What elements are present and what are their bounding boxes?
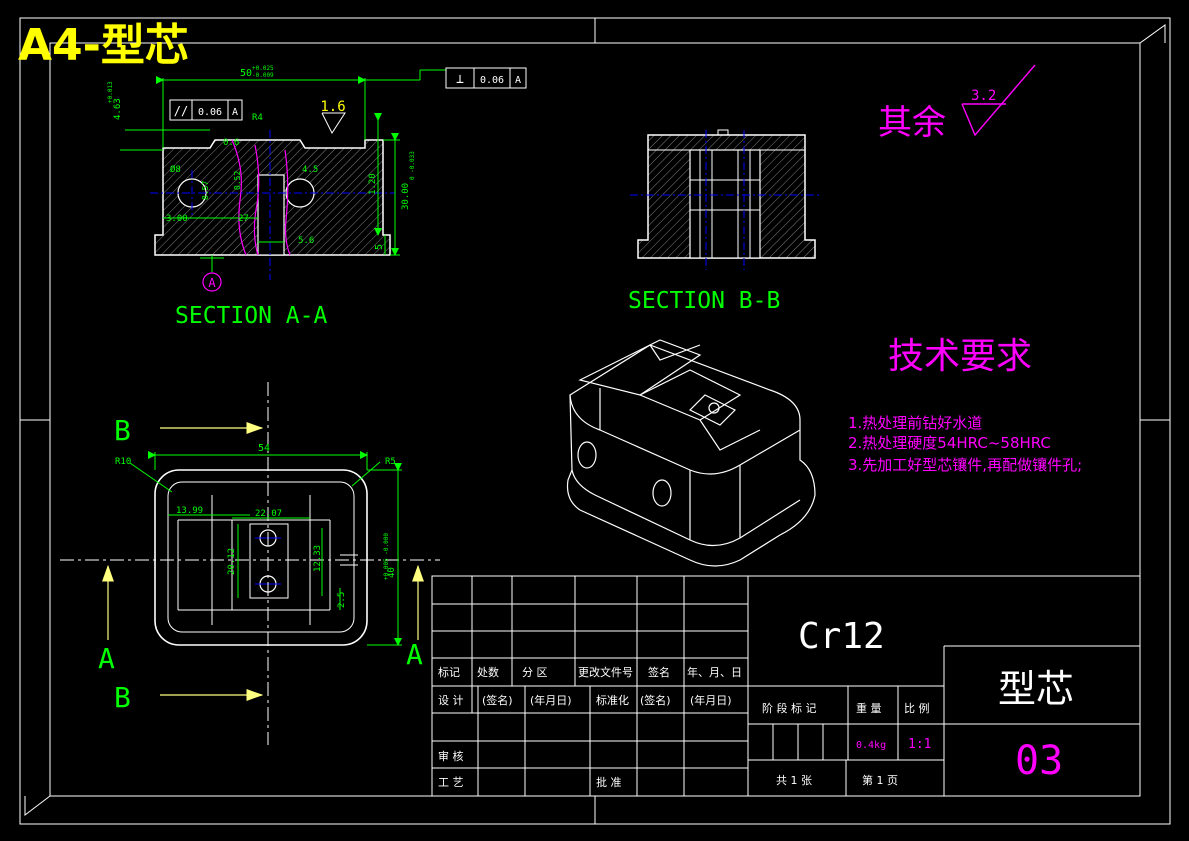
dim-5-6: 5.6 (298, 236, 314, 246)
parallel-value: 0.06 (198, 107, 222, 118)
parallel-symbol: // (174, 104, 188, 118)
drawing-number: 03 (1015, 738, 1063, 784)
dim-40: 40 (387, 567, 397, 578)
cut-label-a-right: A (406, 638, 423, 671)
datum-label: A (208, 276, 216, 290)
dim-0-52: 0.52 (233, 171, 242, 190)
parallel-datum: A (232, 107, 238, 118)
weight-value: 0.4kg (856, 740, 886, 751)
dim-height-left: 4.63 (113, 98, 123, 120)
review-label: 审 核 (438, 749, 464, 763)
tech-requirement-item: 3.先加工好型芯镶件,再配做镶件孔; (848, 456, 1082, 474)
dim-8-57: 8.57 (201, 181, 210, 200)
standard-sign: (签名) (640, 693, 671, 707)
dim-30-tol: 0 -0.033 (409, 151, 416, 180)
section-bb-label: SECTION B-B (628, 288, 780, 314)
rev-header-zone: 分 区 (522, 666, 548, 679)
dim-height-left-tol: +0.013 (107, 81, 114, 103)
perpendicular-symbol: ⊥ (456, 72, 464, 87)
scale-label: 比 例 (904, 701, 930, 715)
rev-header-mark: 标记 (438, 665, 460, 679)
dim-3-00: 3.00 (166, 214, 188, 224)
perpendicular-value: 0.06 (480, 75, 504, 86)
approve-label: 批 准 (596, 775, 622, 789)
dim-30: 30.00 (401, 183, 411, 210)
material-value: Cr12 (798, 616, 885, 657)
dim-13-99: 13.99 (176, 506, 203, 516)
plan-outer-outline (154, 469, 368, 646)
design-sign: (签名) (482, 693, 513, 707)
dim-2-5: 2.5 (337, 592, 347, 608)
rev-header-docno: 更改文件号 (578, 665, 633, 679)
insert-hole-iso (708, 402, 720, 414)
perpendicular-tolerance-frame (445, 67, 527, 89)
dim-27: 27 (238, 214, 249, 224)
dim-20-12: 20.12 (227, 548, 237, 575)
cut-label-a-left: A (98, 642, 115, 675)
isometric-view (566, 339, 816, 567)
dim-0-6: 0.6 (223, 138, 239, 148)
water-hole-iso (652, 479, 672, 507)
page-number: 第 1 页 (862, 773, 898, 787)
standard-date: (年月日) (690, 693, 732, 707)
tech-requirement-item: 2.热处理硬度54HRC~58HRC (848, 434, 1051, 452)
section-aa-label: SECTION A-A (175, 303, 327, 329)
cut-label-b-top: B (114, 414, 131, 447)
rev-header-count: 处数 (477, 666, 499, 679)
dim-width-tol-low: -0.009 (252, 72, 274, 79)
roughness-symbol (961, 64, 1036, 137)
part-name: 型芯 (998, 667, 1074, 711)
plan-view: B B A A R10 R5 54 13.99 22.07 20.12 (60, 382, 440, 745)
tech-requirement-item: 1.热处理前钻好水道 (848, 414, 982, 432)
dim-width-main: 50 (240, 68, 252, 79)
roughness-local: 1.6 (320, 99, 345, 115)
dim-5: 5 (374, 244, 385, 250)
design-label: 设 计 (438, 694, 464, 707)
dim-dia-8: Ø8 (170, 164, 181, 175)
section-bb-view: SECTION B-B (628, 129, 820, 314)
design-date: (年月日) (530, 693, 572, 707)
standard-label: 标准化 (596, 693, 629, 707)
roughness-note-value: 3.2 (971, 88, 996, 104)
dim-1-20: 1.20 (368, 173, 378, 195)
dim-54: 54 (258, 443, 270, 454)
stage-mark-label: 阶 段 标 记 (762, 701, 817, 715)
dim-width-tol-up: +0.025 (252, 65, 274, 72)
dim-r5: R5 (385, 457, 396, 467)
roughness-note-text: 其余 (878, 103, 946, 143)
sheet-count: 共 1 张 (776, 774, 812, 787)
perpendicular-datum: A (515, 75, 521, 86)
dim-4-5: 4.5 (302, 165, 318, 175)
dim-12-33: 12.33 (313, 545, 323, 572)
water-hole-iso (577, 441, 597, 469)
weight-label: 重 量 (856, 701, 882, 715)
title-block (431, 575, 1141, 797)
rev-header-date: 年、月、日 (687, 665, 742, 679)
section-aa-view: A // 0.06 A ⊥ 0.06 A 1.6 50 +0.025 -0.00… (107, 65, 527, 329)
dim-r4: R4 (252, 113, 263, 123)
process-label: 工 艺 (438, 776, 464, 789)
dim-22-07: 22.07 (255, 509, 282, 519)
tech-requirements-title: 技术要求 (888, 336, 1032, 377)
rev-header-sign: 签名 (648, 665, 670, 679)
cut-label-b-bottom: B (114, 681, 131, 714)
dim-40-tol: +0.005 -0.000 (383, 533, 390, 580)
sheet-title: A4-型芯 (18, 20, 189, 71)
dim-r10: R10 (115, 457, 131, 467)
parallel-tolerance-frame (169, 99, 243, 121)
scale-value: 1:1 (908, 737, 931, 752)
